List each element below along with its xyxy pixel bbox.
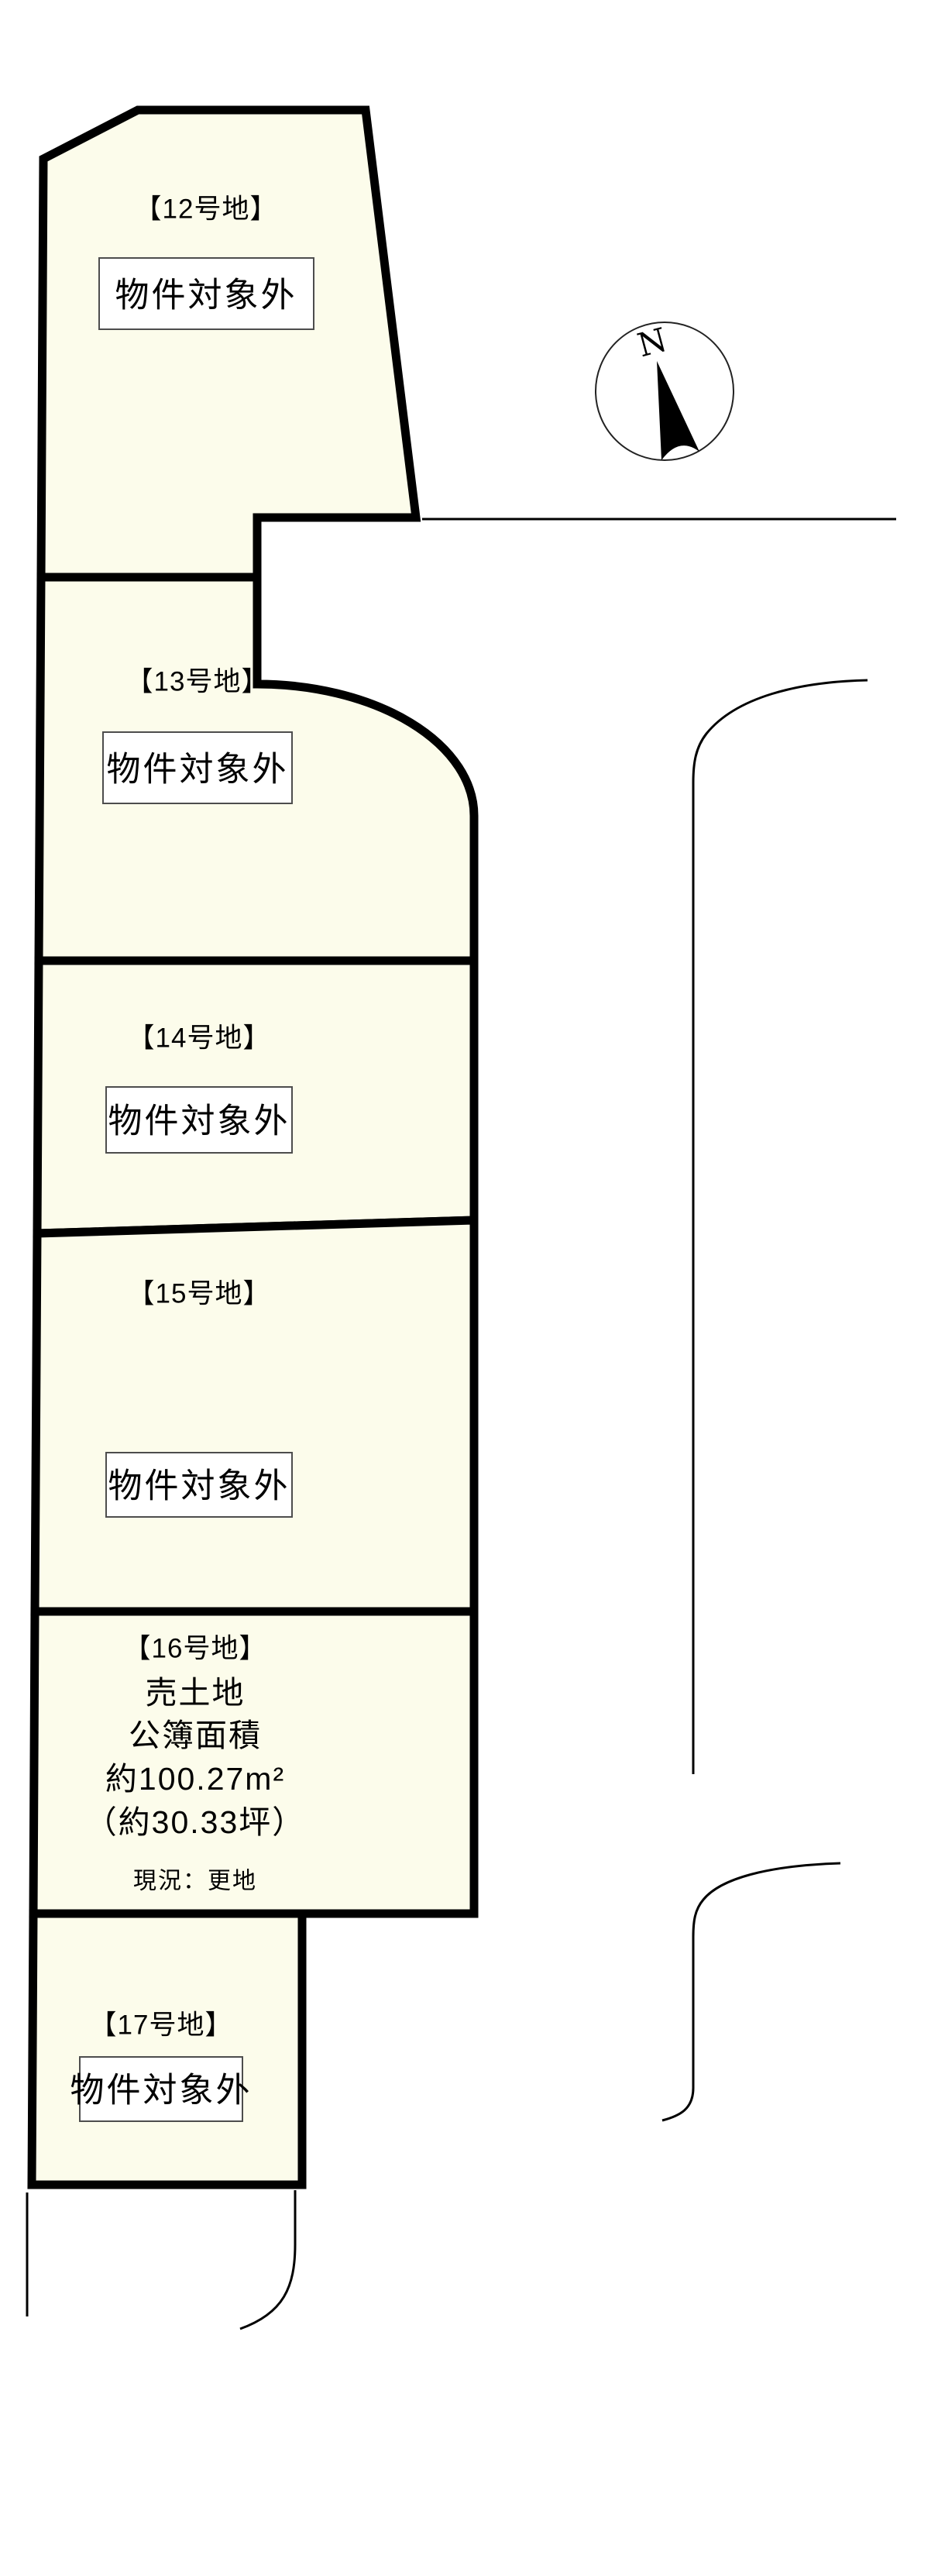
- parcel-12-outline: [36, 105, 421, 582]
- parcel-16-title: 【16号地】: [124, 1634, 267, 1664]
- road-edge-south-corner: [239, 2190, 297, 2330]
- parcel-16-area-title: 公簿面積: [129, 1718, 262, 1753]
- compass-north-label: N: [634, 321, 671, 365]
- parcel-17-outline: [27, 1909, 307, 2189]
- parcel-15-title: 【15号地】: [128, 1279, 271, 1309]
- parcel-14-status-label: 物件対象外: [108, 1102, 290, 1140]
- parcel-12-status-box: [98, 257, 314, 330]
- parcel-15-status-box: [105, 1452, 293, 1518]
- parcel-16-outline: [29, 1607, 479, 1918]
- parcel-17-title: 【17号地】: [90, 2010, 233, 2041]
- parcel-12-title: 【12号地】: [135, 194, 278, 225]
- parcel-14-title: 【14号地】: [128, 1023, 271, 1054]
- parcel-13-status-box: [102, 731, 293, 804]
- parcel-16-current-state: 現況：更地: [133, 1869, 257, 1894]
- parcel-16-sale-type: 売土地: [146, 1675, 246, 1711]
- parcel-12-status-label: 物件対象外: [115, 277, 297, 315]
- parcel-14-status-box: [105, 1086, 293, 1154]
- compass-needle-icon: [657, 361, 699, 460]
- parcel-15-status-label: 物件対象外: [108, 1467, 290, 1505]
- parcel-13-status-label: 物件対象外: [107, 751, 289, 789]
- road-edge-east-upper: [692, 679, 868, 1774]
- compass-circle: [595, 322, 734, 461]
- parcel-16-area-tsubo: （約30.33坪）: [85, 1804, 306, 1840]
- road-edge-east-lower: [661, 1862, 841, 2122]
- parcel-17-status-box: [79, 2056, 243, 2122]
- parcel-16-area-m2: 約100.27m²: [105, 1761, 285, 1797]
- parcel-13-title: 【13号地】: [126, 667, 270, 697]
- compass: N: [595, 321, 734, 461]
- parcel-17-status-label: 物件対象外: [70, 2072, 253, 2110]
